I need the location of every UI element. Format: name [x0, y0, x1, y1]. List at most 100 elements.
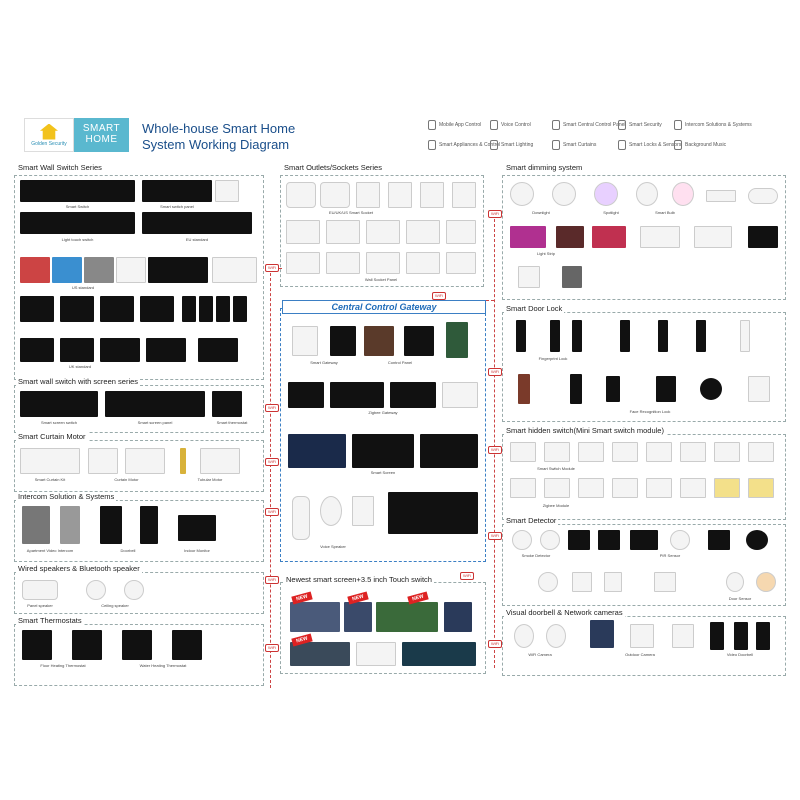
caption: Smart Screen: [370, 470, 396, 475]
product-image: [406, 252, 440, 274]
lock-icon: [550, 320, 560, 352]
bulb-icon: [672, 182, 694, 206]
product-image: [366, 252, 400, 274]
lock-icon: [658, 320, 668, 352]
caption: Apartment Video Intercom: [26, 548, 74, 553]
lock-icon: [700, 378, 722, 400]
bulb-icon: [594, 182, 618, 206]
product-image: [442, 382, 478, 408]
panel-icon: [552, 120, 560, 130]
product-image: [402, 642, 476, 666]
product-image: [748, 226, 778, 248]
product-image: [60, 296, 94, 322]
product-image: [544, 478, 570, 498]
product-image: [612, 478, 638, 498]
caption: Spotlight: [603, 210, 619, 215]
product-image: [330, 382, 384, 408]
connector-line: [494, 214, 495, 668]
shield-icon: [618, 120, 626, 130]
appliance-icon: [428, 140, 436, 150]
product-image: [20, 180, 135, 202]
product-image: [122, 630, 152, 660]
caption: Indoor Monitor: [184, 548, 210, 553]
section-title: Smart Door Lock: [504, 304, 565, 313]
product-image: [364, 326, 394, 356]
wifi-badge: WiFi: [460, 572, 474, 580]
caption: Downlight: [532, 210, 550, 215]
lock-icon: [516, 320, 526, 352]
product-image: [52, 257, 82, 283]
phone-icon: [428, 120, 436, 130]
legend-item: Smart Lighting: [490, 140, 533, 150]
caption: PIR Sensor: [659, 553, 681, 558]
sensor-icon: [604, 572, 622, 592]
product-image: [612, 442, 638, 462]
product-image: [140, 296, 174, 322]
camera-icon: [590, 620, 614, 648]
caption: Video Doorbell: [726, 652, 754, 657]
title-line-2: System Working Diagram: [142, 137, 290, 152]
product-image: [88, 448, 118, 474]
product-image: [178, 515, 216, 541]
product-image: [510, 226, 546, 248]
logo-emblem: Golden Security: [24, 118, 74, 152]
product-image: [60, 338, 94, 362]
bulb-icon: [490, 140, 498, 150]
caption: EU/UK/US Smart Socket: [328, 210, 373, 215]
product-image: [748, 442, 774, 462]
product-image: [286, 220, 320, 244]
product-image: [444, 602, 472, 632]
product-image: [344, 602, 372, 632]
product-image: [510, 478, 536, 498]
product-image: [198, 338, 238, 362]
product-image: [20, 296, 54, 322]
legend-item: Smart Curtains: [552, 140, 596, 150]
caption: Smart Bulb: [655, 210, 675, 215]
caption: Smart switch panel: [160, 204, 194, 209]
speaker-icon: [124, 580, 144, 600]
product-image: [20, 391, 98, 417]
sensor-icon: [746, 530, 768, 550]
curtain-icon: [552, 140, 560, 150]
caption: Outdoor Camera: [625, 652, 655, 657]
product-image: [148, 257, 208, 283]
legend-item: Intercom Solutions & Systems: [674, 120, 752, 130]
product-image: [84, 257, 114, 283]
product-image: [646, 442, 672, 462]
caption: Ceiling speaker: [101, 603, 129, 608]
product-image: [326, 220, 360, 244]
section-title: Smart hidden switch(Mini Smart switch mo…: [504, 426, 666, 435]
caption: Smart screen panel: [137, 420, 173, 425]
sensor-icon: [568, 530, 590, 550]
wifi-badge: WiFi: [265, 458, 279, 466]
caption: Panel speaker: [27, 603, 53, 608]
product-image: [320, 182, 350, 208]
product-image: [592, 226, 626, 248]
wifi-badge: WiFi: [488, 446, 502, 454]
house-icon: [40, 123, 58, 140]
caption: Zigbee Module: [542, 503, 570, 508]
product-image: [72, 630, 102, 660]
product-image: [420, 182, 444, 208]
product-image: [404, 326, 434, 356]
section-outlets: [280, 175, 484, 287]
mic-icon: [490, 120, 498, 130]
caption: Smart screen switch: [40, 420, 77, 425]
caption: WiFi Camera: [528, 652, 552, 657]
product-image: [286, 182, 316, 208]
lock-icon: [620, 320, 630, 352]
product-image: [748, 478, 774, 498]
caption: Smoke Detector: [521, 553, 551, 558]
product-image: [446, 322, 468, 358]
product-image: [680, 478, 706, 498]
product-image: [510, 442, 536, 462]
section-title: Intercom Solution & Systems: [16, 492, 117, 501]
title-line-1: Whole-house Smart Home: [142, 121, 296, 136]
product-image: [116, 257, 146, 283]
product-image: [390, 382, 436, 408]
caption: Face Recognition Lock: [629, 409, 671, 414]
caption: Tubular Motor: [197, 477, 223, 482]
product-image: [420, 434, 478, 468]
product-image: [182, 296, 196, 322]
product-image: [388, 492, 478, 534]
